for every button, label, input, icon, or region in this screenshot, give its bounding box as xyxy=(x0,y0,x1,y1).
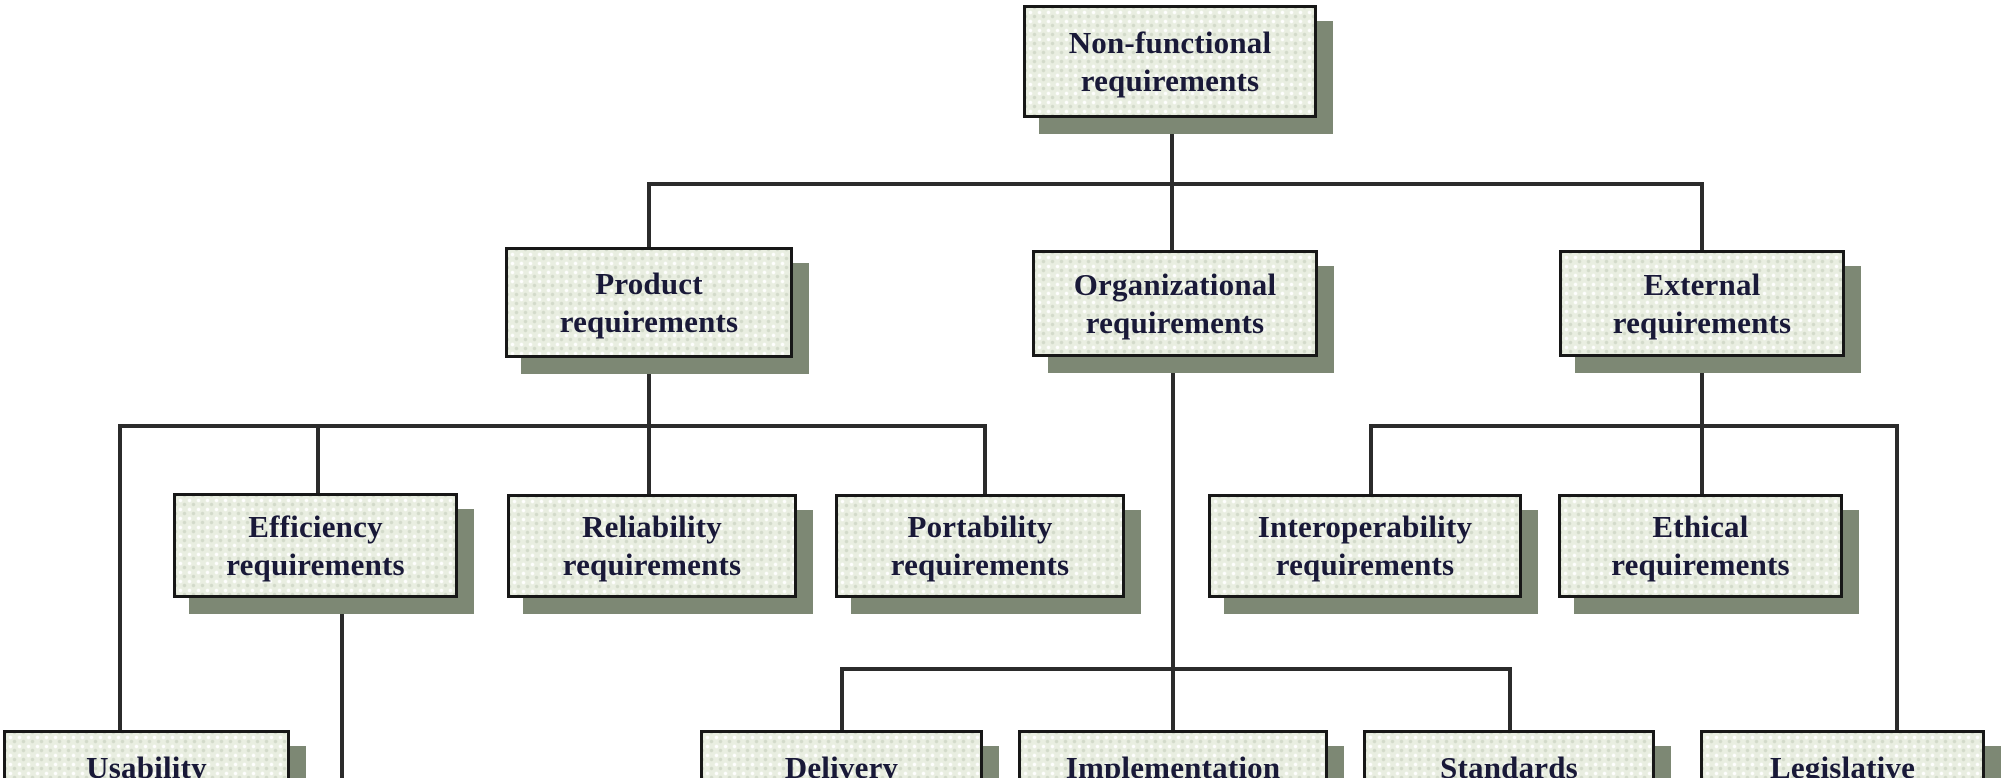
node-label-line1: External xyxy=(1643,266,1761,302)
connector-drop-interoperability xyxy=(1369,424,1373,494)
connector-efficiency-substem xyxy=(340,598,344,778)
connector-drop-external xyxy=(1700,182,1704,250)
connector-external-rail xyxy=(1369,424,1899,428)
connector-drop-usability xyxy=(118,424,122,732)
connector-organizational-stem xyxy=(1171,357,1175,730)
node-label-line1: Standards xyxy=(1440,750,1578,778)
node-portability-requirements: Portability requirements xyxy=(835,494,1125,598)
connector-drop-product xyxy=(647,182,651,247)
node-product-requirements: Product requirements xyxy=(505,247,793,358)
connector-organizational-rail xyxy=(840,667,1512,671)
node-label-line2: requirements xyxy=(1612,304,1792,340)
connector-level2-rail xyxy=(647,182,1704,186)
node-usability-requirements: Usability xyxy=(3,730,290,778)
node-label-line1: Organizational xyxy=(1073,266,1277,302)
node-organizational-requirements: Organizational requirements xyxy=(1032,250,1318,357)
connector-drop-efficiency xyxy=(316,424,320,494)
node-label-line1: Usability xyxy=(86,750,207,778)
node-standards-requirements: Standards xyxy=(1363,730,1655,778)
node-delivery-requirements: Delivery xyxy=(700,730,983,778)
node-label-line1: Legislative xyxy=(1769,750,1916,778)
node-label-line1: Portability xyxy=(907,509,1053,544)
node-label-line2: requirements xyxy=(890,547,1070,582)
node-label-line2: requirements xyxy=(226,546,405,582)
node-ethical-requirements: Ethical requirements xyxy=(1558,494,1843,598)
node-label-line1: Non-functional xyxy=(1068,24,1272,60)
node-label-line2: requirements xyxy=(562,547,742,582)
node-efficiency-requirements: Efficiency requirements xyxy=(173,493,458,598)
node-label-line1: Reliability xyxy=(582,509,722,544)
connector-root-stem xyxy=(1170,118,1174,184)
connector-drop-standards xyxy=(1508,667,1512,730)
node-non-functional-requirements: Non-functional requirements xyxy=(1023,5,1317,118)
node-label-line1: Interoperability xyxy=(1257,509,1473,544)
connector-drop-organizational xyxy=(1170,182,1174,250)
node-implementation-requirements: Implementation xyxy=(1018,730,1328,778)
node-legislative-requirements: Legislative xyxy=(1700,730,1985,778)
connector-drop-legislative xyxy=(1895,424,1899,732)
node-label-line1: Implementation xyxy=(1065,750,1281,778)
node-label-line1: Delivery xyxy=(784,750,899,778)
node-interoperability-requirements: Interoperability requirements xyxy=(1208,494,1522,598)
node-external-requirements: External requirements xyxy=(1559,250,1845,357)
node-label-line2: requirements xyxy=(559,303,739,339)
connector-drop-delivery xyxy=(840,667,844,730)
node-reliability-requirements: Reliability requirements xyxy=(507,494,797,598)
connector-drop-portability xyxy=(983,424,987,494)
connector-product-rail xyxy=(118,424,987,428)
node-label-line1: Ethical xyxy=(1652,509,1749,544)
node-label-line1: Efficiency xyxy=(248,508,383,544)
node-label-line2: requirements xyxy=(1611,547,1790,582)
node-label-line1: Product xyxy=(595,265,703,301)
node-label-line2: requirements xyxy=(1275,547,1455,582)
node-label-line2: requirements xyxy=(1085,304,1265,340)
node-label-line2: requirements xyxy=(1080,62,1260,98)
